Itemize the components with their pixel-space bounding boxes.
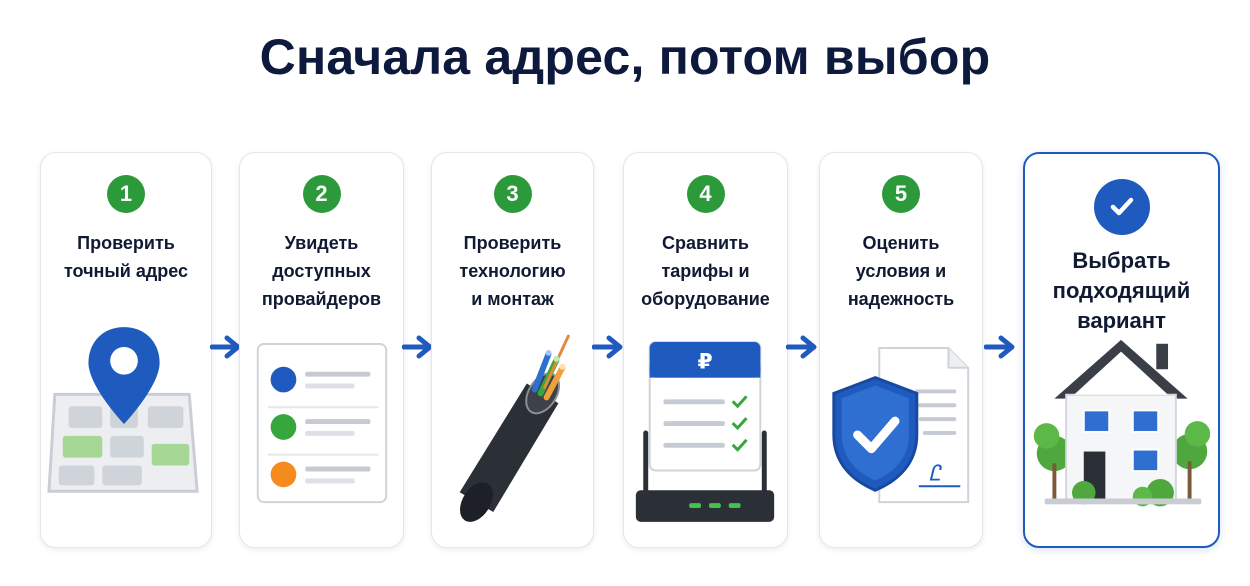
- step-card-5: 5 Оценить условия и надежность Ꮭ: [819, 152, 983, 548]
- map-pin-icon: [47, 327, 199, 493]
- house-icon: [1033, 339, 1211, 507]
- checkmark-icon: [1093, 179, 1150, 235]
- arrow-right-icon: [592, 335, 623, 359]
- step-number-badge: 2: [302, 175, 341, 213]
- currency-glyph: ₽: [697, 350, 712, 375]
- shield-contract-icon: Ꮭ: [832, 347, 970, 504]
- fiber-cable-icon: [459, 334, 570, 522]
- step-number-badge: 1: [107, 175, 145, 213]
- step-number-badge: 3: [493, 175, 532, 213]
- arrow-right-icon: [786, 335, 817, 359]
- step-label: Сравнить тарифы и оборудование: [641, 233, 770, 309]
- arrow-right-icon: [402, 335, 433, 359]
- page-title: Сначала адрес, потом выбор: [259, 29, 991, 85]
- step-label: Оценить условия и надежность: [847, 233, 955, 309]
- step-label: Проверить технологию и монтаж: [459, 233, 566, 309]
- provider-list-icon: [256, 343, 388, 504]
- step-card-3: 3 Проверить технологию и монтаж: [431, 152, 594, 548]
- step-card-2: 2 Увидеть доступных провайдеров: [239, 152, 404, 548]
- arrow-right-icon: [210, 335, 241, 359]
- step-number-badge: 4: [686, 175, 725, 213]
- final-card: Выбрать подходящий вариант: [1023, 152, 1220, 548]
- step-label: Проверить точный адрес: [63, 233, 189, 281]
- final-label: Выбрать подходящий вариант: [1052, 248, 1191, 333]
- step-card-4: 4 Сравнить тарифы и оборудование ₽: [623, 152, 788, 548]
- signature-glyph: Ꮭ: [929, 461, 943, 486]
- step-card-1: 1 Проверить точный адрес: [40, 152, 212, 548]
- arrow-right-icon: [984, 335, 1015, 359]
- tariff-router-icon: ₽: [635, 341, 775, 522]
- step-label: Увидеть доступных провайдеров: [261, 233, 382, 309]
- step-number-badge: 5: [882, 175, 920, 213]
